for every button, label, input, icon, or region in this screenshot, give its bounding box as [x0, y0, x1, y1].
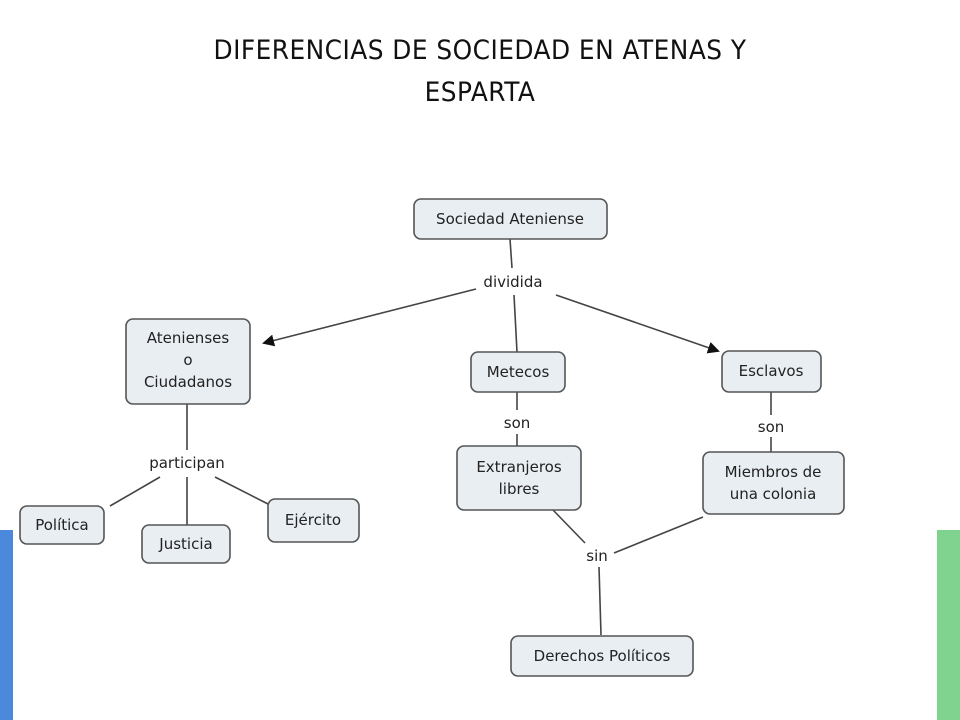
- edge-participan-politica: [109, 476, 161, 507]
- svg-text:Ejército: Ejército: [285, 511, 341, 529]
- svg-text:Sociedad Ateniense: Sociedad Ateniense: [436, 210, 584, 228]
- edge-dividida-metecos: [513, 294, 518, 353]
- node-sociedad-ateniense: Sociedad Ateniense: [413, 198, 608, 240]
- node-miembros-colonia: Miembros de una colonia: [702, 451, 845, 515]
- svg-text:o: o: [183, 351, 192, 369]
- link-participan: participan: [149, 454, 225, 472]
- svg-text:Esclavos: Esclavos: [739, 362, 804, 380]
- left-accent-bar: [0, 530, 13, 720]
- node-derechos-politicos: Derechos Políticos: [510, 635, 694, 677]
- connectors: [109, 238, 772, 636]
- edge-dividida-atenienses: [262, 288, 477, 347]
- edge-miembros-sin: [613, 516, 704, 554]
- title-line-2: ESPARTA: [424, 77, 536, 108]
- svg-text:Atenienses: Atenienses: [147, 329, 230, 347]
- node-metecos: Metecos: [470, 351, 566, 393]
- svg-text:Ciudadanos: Ciudadanos: [144, 373, 232, 391]
- node-ejercito: Ejército: [267, 498, 360, 543]
- svg-text:Política: Política: [35, 516, 89, 534]
- edge-sin-derechos: [598, 566, 602, 636]
- svg-text:libres: libres: [499, 480, 540, 498]
- edge-participan-ejercito: [214, 476, 269, 505]
- title-line-1: DIFERENCIAS DE SOCIEDAD EN ATENAS Y: [213, 35, 747, 66]
- node-esclavos: Esclavos: [721, 350, 822, 393]
- link-dividida: dividida: [483, 273, 542, 291]
- node-extranjeros-libres: Extranjeros libres: [456, 445, 582, 511]
- svg-text:Justicia: Justicia: [158, 535, 212, 553]
- edge-extranjeros-sin: [552, 509, 586, 544]
- svg-text:Extranjeros: Extranjeros: [476, 458, 562, 476]
- svg-text:Metecos: Metecos: [487, 363, 550, 381]
- node-politica: Política: [19, 505, 105, 545]
- svg-text:Miembros de: Miembros de: [725, 463, 822, 481]
- right-accent-bar: [937, 530, 960, 720]
- page-title: DIFERENCIAS DE SOCIEDAD EN ATENAS Y ESPA…: [112, 30, 848, 114]
- edge-dividida-esclavos: [555, 294, 720, 354]
- link-son-esclavos: son: [758, 418, 785, 436]
- edge-sociedad-dividida: [509, 238, 513, 269]
- link-son-metecos: son: [504, 414, 531, 432]
- svg-text:Derechos Políticos: Derechos Políticos: [534, 647, 671, 665]
- node-justicia: Justicia: [141, 524, 231, 564]
- node-atenienses-ciudadanos: Atenienses o Ciudadanos: [125, 318, 251, 405]
- link-sin: sin: [586, 547, 608, 565]
- svg-text:una colonia: una colonia: [730, 485, 817, 503]
